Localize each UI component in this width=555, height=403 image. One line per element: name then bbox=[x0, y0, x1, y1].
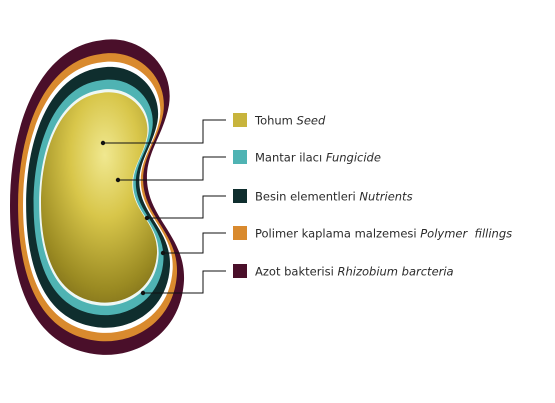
leader-line-fungicide bbox=[118, 156, 226, 181]
leader-dots bbox=[100, 140, 166, 296]
legend-label-rhizobium-en: Rhizobium barcteria bbox=[337, 265, 453, 279]
legend-swatch-polymer bbox=[233, 226, 247, 240]
leader-lines bbox=[103, 119, 226, 294]
legend-item-polymer: Polimer kaplama malzemesi Polymer fillin… bbox=[233, 226, 512, 241]
legend-label-polymer-en: Polymer fillings bbox=[420, 227, 512, 241]
legend-swatch-fungicide bbox=[233, 150, 247, 164]
legend: Tohum Seed Mantar ilacı Fungicide Besin … bbox=[233, 113, 512, 279]
legend-item-fungicide: Mantar ilacı Fungicide bbox=[233, 150, 381, 165]
legend-label-rhizobium: Azot bakterisi Rhizobium barcteria bbox=[255, 265, 454, 279]
legend-label-nutrients-en: Nutrients bbox=[359, 190, 412, 204]
legend-label-seed-en: Seed bbox=[297, 114, 326, 128]
legend-label-polymer: Polimer kaplama malzemesi Polymer fillin… bbox=[255, 227, 512, 241]
leader-line-nutrients bbox=[147, 195, 226, 219]
legend-item-rhizobium: Azot bakterisi Rhizobium barcteria bbox=[233, 264, 454, 279]
leader-dot-nutrients bbox=[144, 215, 150, 221]
legend-swatch-seed bbox=[233, 113, 247, 127]
leader-dot-fungicide bbox=[115, 177, 121, 183]
leader-dot-rhizobium bbox=[140, 290, 146, 296]
leader-dot-polymer bbox=[160, 250, 166, 256]
legend-label-fungicide: Mantar ilacı Fungicide bbox=[255, 151, 381, 165]
legend-label-rhizobium-tr: Azot bakterisi bbox=[255, 265, 334, 279]
legend-label-seed-tr: Tohum bbox=[254, 114, 293, 128]
seed-bean bbox=[10, 39, 185, 355]
leader-dot-seed bbox=[100, 140, 106, 146]
legend-label-nutrients-tr: Besin elementleri bbox=[255, 190, 356, 204]
leader-line-rhizobium bbox=[143, 270, 226, 294]
legend-label-fungicide-en: Fungicide bbox=[326, 151, 381, 165]
legend-swatch-rhizobium bbox=[233, 264, 247, 278]
legend-swatch-nutrients bbox=[233, 189, 247, 203]
legend-label-seed: Tohum Seed bbox=[254, 114, 326, 128]
leader-line-polymer bbox=[163, 232, 226, 254]
legend-item-seed: Tohum Seed bbox=[233, 113, 326, 128]
leader-line-seed bbox=[103, 119, 226, 144]
legend-item-nutrients: Besin elementleri Nutrients bbox=[233, 189, 413, 204]
legend-label-polymer-tr: Polimer kaplama malzemesi bbox=[255, 227, 417, 241]
legend-label-fungicide-tr: Mantar ilacı bbox=[255, 151, 322, 165]
legend-label-nutrients: Besin elementleri Nutrients bbox=[255, 190, 413, 204]
